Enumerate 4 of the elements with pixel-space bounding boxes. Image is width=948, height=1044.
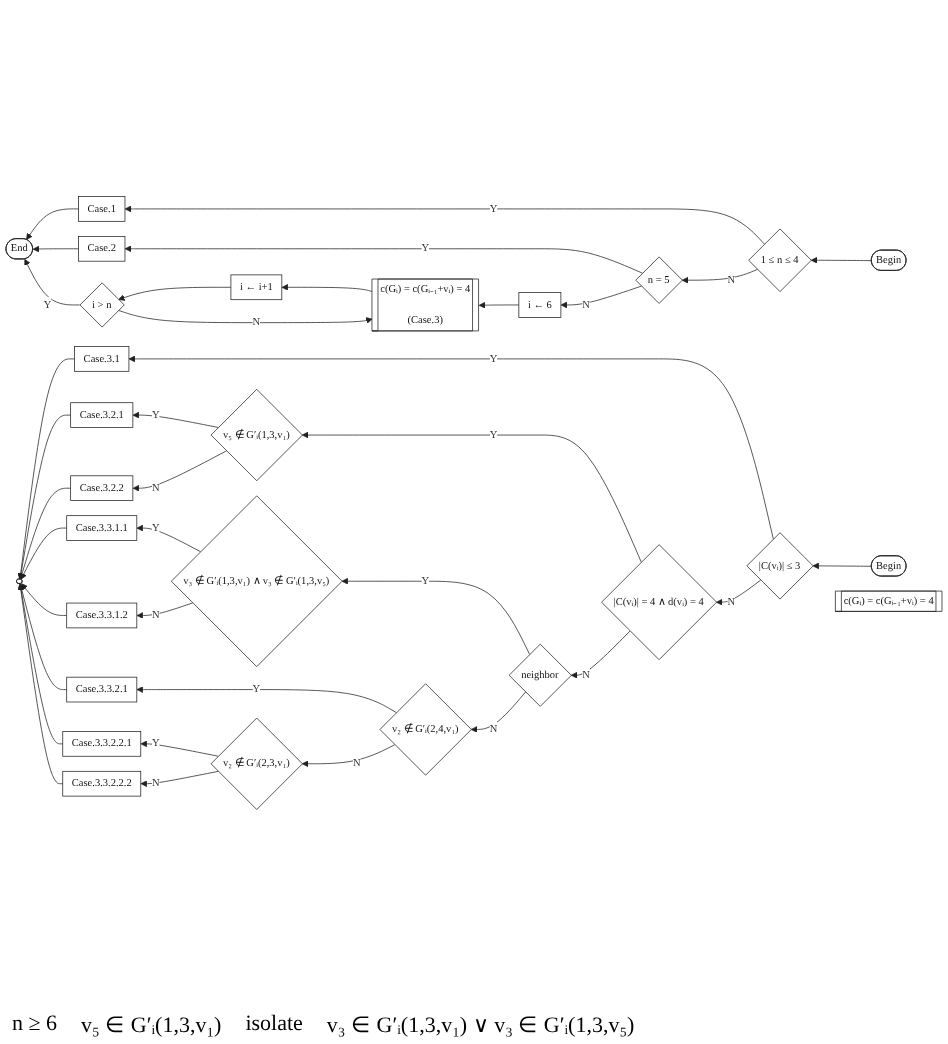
- condition-note: isolate: [245, 1012, 303, 1038]
- condition-note: n ≥ 6: [12, 1012, 58, 1038]
- condition-note: v₃ ∈ G′ᵢ(1,3,v₁) ∨ v₃ ∈ G′ᵢ(1,3,v₅): [326, 1012, 635, 1038]
- condition-note: v₅ ∈ G′ᵢ(1,3,v₁): [81, 1012, 222, 1038]
